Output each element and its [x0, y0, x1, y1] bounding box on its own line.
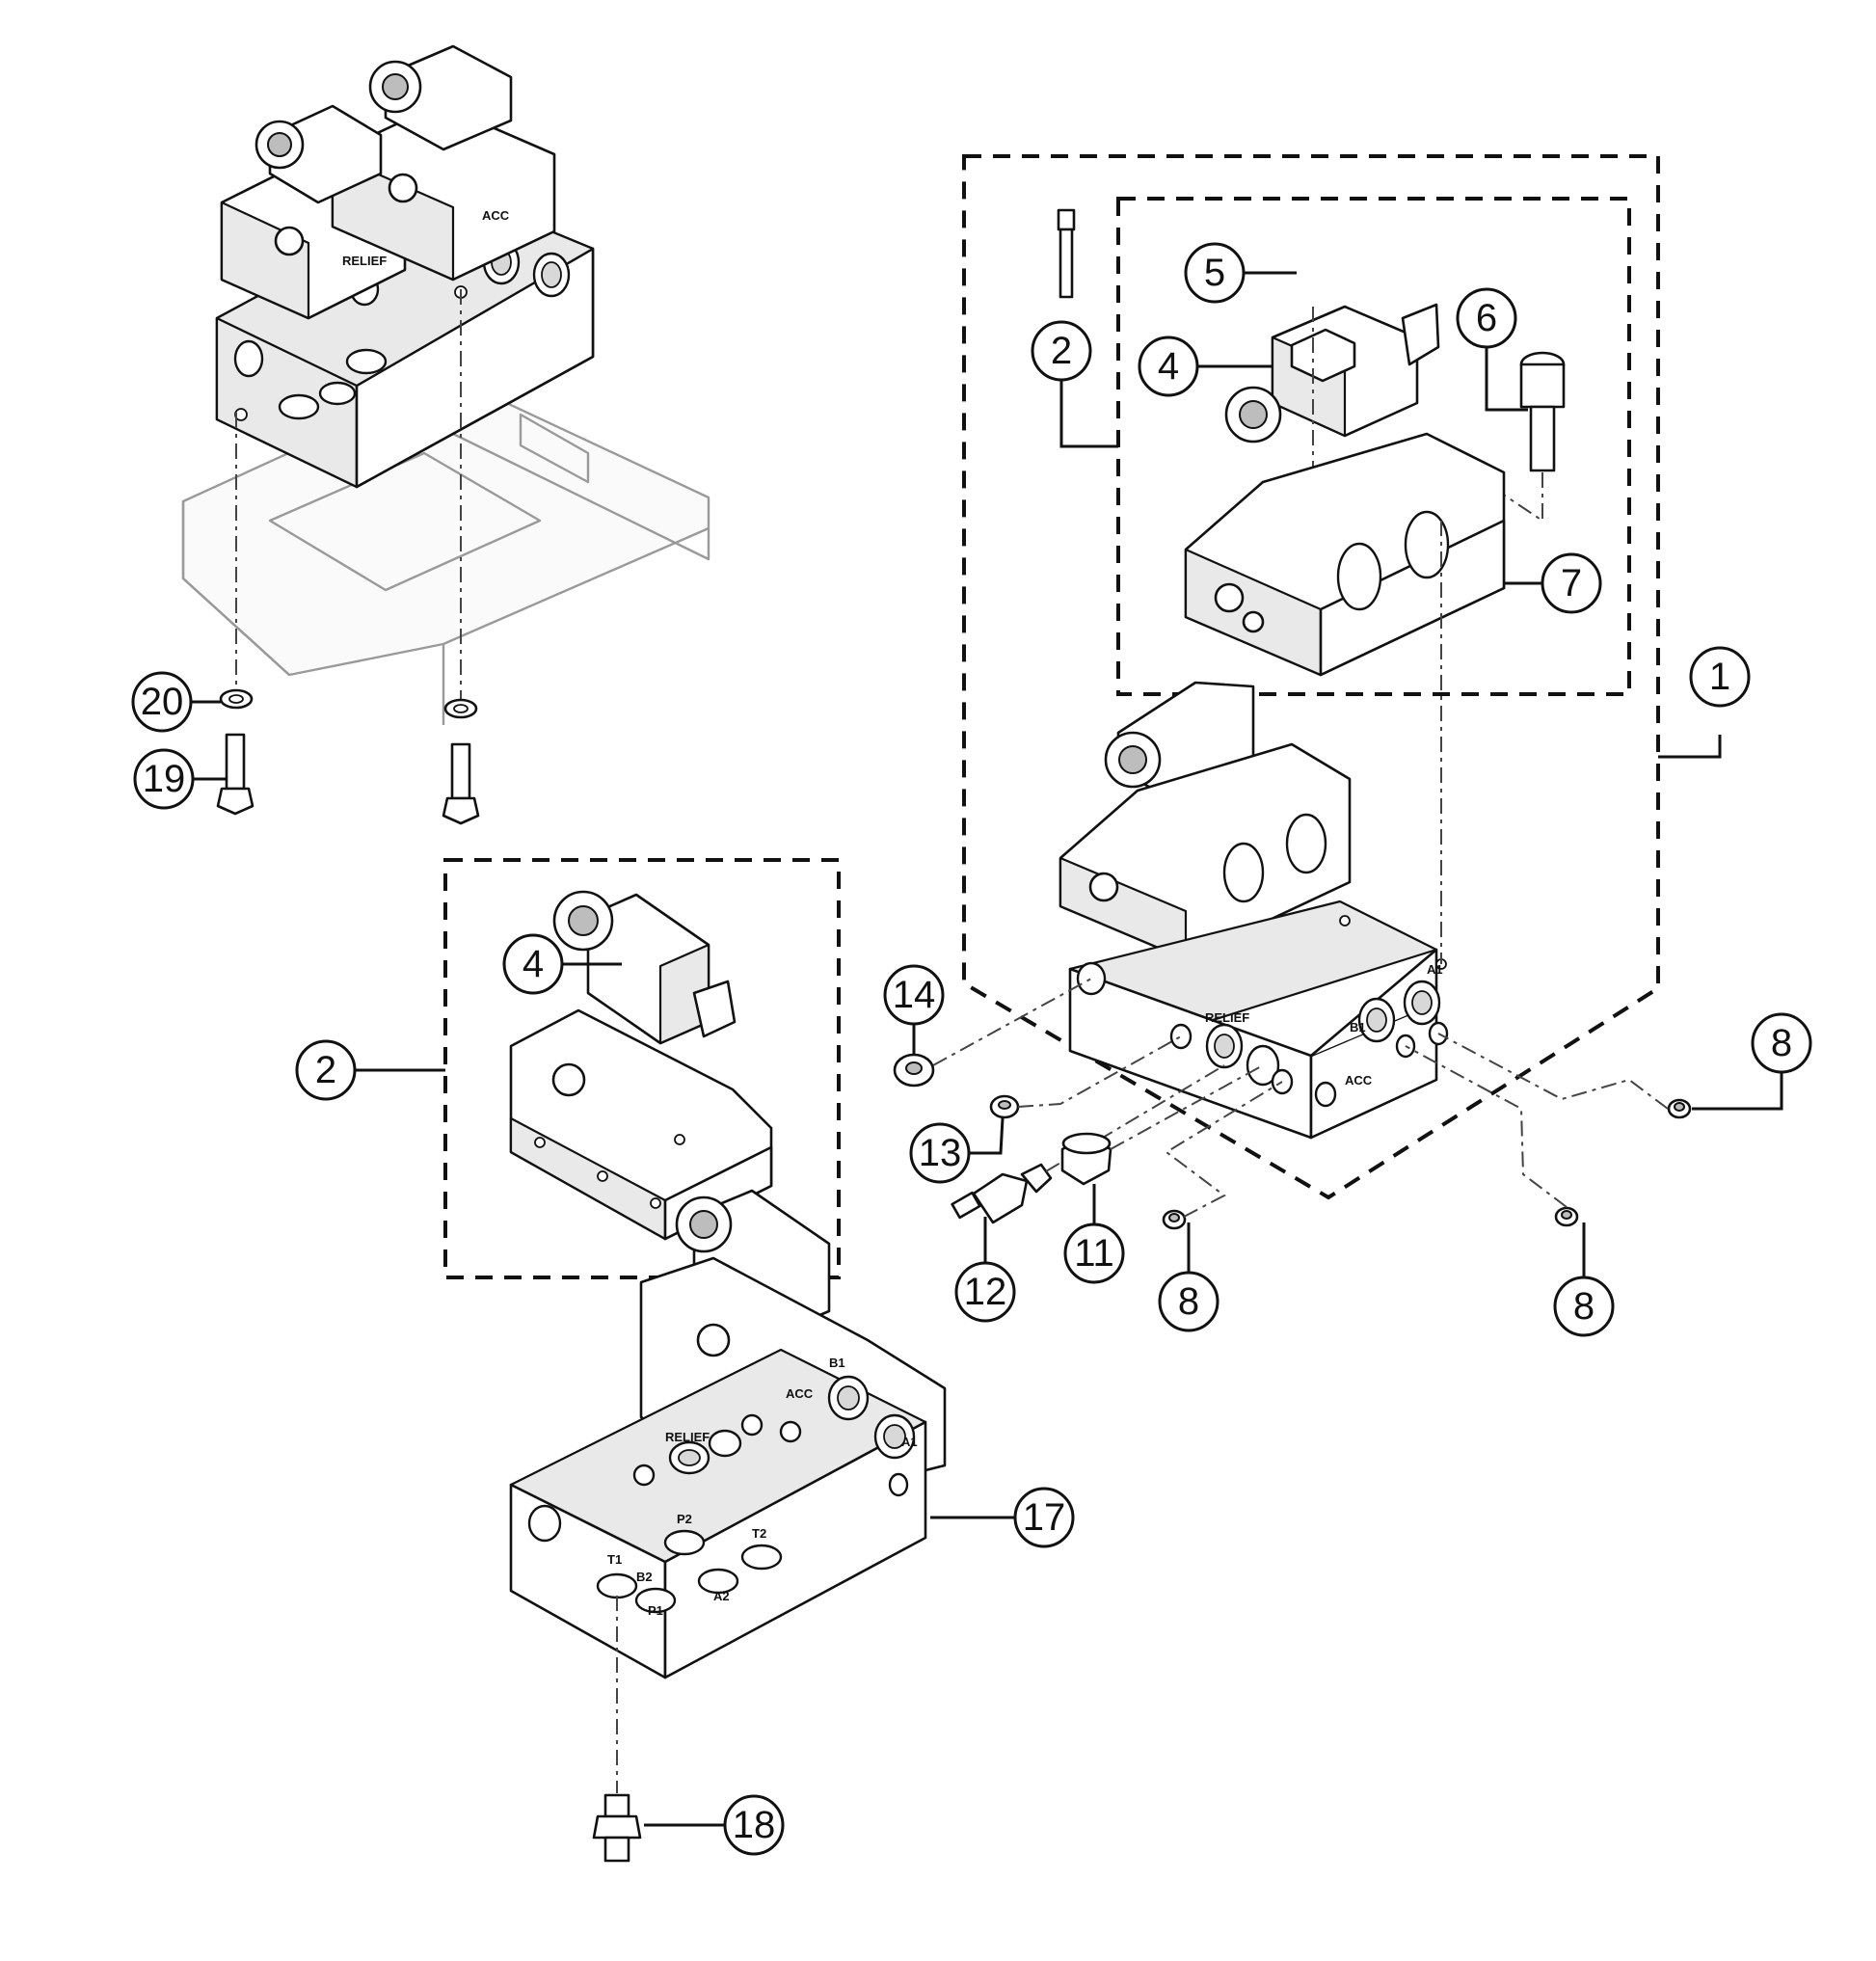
callout-5[interactable]: 5: [1184, 242, 1246, 304]
port-label-relief-top: RELIEF: [342, 254, 387, 268]
callout-8-center[interactable]: 8: [1158, 1271, 1219, 1332]
callout-14[interactable]: 14: [883, 964, 945, 1026]
bolt-19-left: [216, 733, 255, 816]
port-label-t2-17: T2: [752, 1526, 766, 1541]
bolt-19-right: [442, 742, 480, 825]
svg-text:18: 18: [733, 1804, 776, 1846]
callout-2-left[interactable]: 2: [295, 1039, 357, 1101]
port-label-acc-main: ACC: [1345, 1073, 1373, 1088]
svg-text:2: 2: [315, 1049, 336, 1091]
assembly-1-boundary: [962, 154, 1660, 1200]
svg-text:12: 12: [964, 1271, 1007, 1313]
svg-text:19: 19: [143, 758, 186, 800]
plug-8-right: [1667, 1098, 1692, 1119]
callout-1[interactable]: 1: [1689, 646, 1751, 708]
callout-17[interactable]: 17: [1013, 1487, 1075, 1548]
assembly-2-boundary-right: [1116, 197, 1631, 696]
port-label-acc-17: ACC: [786, 1386, 814, 1401]
fitting-18: [592, 1793, 642, 1863]
port-label-b1-17: B1: [829, 1356, 845, 1370]
svg-text:11: 11: [1074, 1232, 1114, 1275]
callout-18[interactable]: 18: [723, 1794, 785, 1856]
plug-11: [1060, 1132, 1112, 1186]
plug-13: [989, 1094, 1020, 1119]
svg-text:5: 5: [1204, 252, 1225, 294]
callout-8-far[interactable]: 8: [1553, 1276, 1615, 1337]
assembly-2-boundary-left: [443, 858, 841, 1279]
callout-20[interactable]: 20: [131, 671, 193, 733]
callout-8-right[interactable]: 8: [1751, 1012, 1812, 1074]
port-label-a2-17: A2: [713, 1589, 730, 1603]
svg-text:20: 20: [141, 681, 184, 723]
svg-text:2: 2: [1051, 330, 1072, 372]
port-label-p2-17: P2: [677, 1512, 692, 1526]
callout-4-right[interactable]: 4: [1138, 336, 1199, 397]
valve-stack-lower-right: [1059, 681, 1352, 961]
svg-text:13: 13: [919, 1132, 962, 1174]
callout-11[interactable]: 11: [1063, 1222, 1125, 1284]
callout-2-right[interactable]: 2: [1031, 320, 1092, 382]
solenoid-operator-4-lower: [552, 890, 737, 1045]
svg-text:8: 8: [1573, 1285, 1595, 1328]
screw-5: [1057, 208, 1076, 299]
plug-8-left: [1162, 1209, 1187, 1230]
valve-body-7: [1184, 432, 1506, 677]
svg-text:6: 6: [1476, 297, 1497, 339]
port-label-a1-17: A1: [901, 1435, 918, 1449]
callout-12[interactable]: 12: [954, 1261, 1016, 1323]
svg-text:8: 8: [1178, 1280, 1199, 1323]
port-label-p1-17: P1: [648, 1603, 663, 1618]
solenoid-coil-a: [255, 104, 383, 204]
callout-6[interactable]: 6: [1456, 287, 1517, 349]
callout-7[interactable]: 7: [1541, 552, 1602, 614]
plug-8-center: [1554, 1206, 1579, 1227]
washer-20-left: [219, 688, 254, 710]
fitting-12: [951, 1163, 1053, 1224]
port-label-relief-17: RELIEF: [665, 1430, 710, 1444]
svg-text:8: 8: [1771, 1022, 1792, 1064]
leader-lines: [191, 271, 1783, 1827]
callout-19[interactable]: 19: [133, 748, 195, 810]
solenoid-operator-4-upper: [1224, 303, 1440, 443]
svg-text:14: 14: [893, 974, 936, 1016]
svg-text:4: 4: [1158, 345, 1179, 388]
port-label-relief-main: RELIEF: [1205, 1010, 1249, 1025]
port-label-acc-top: ACC: [482, 208, 510, 223]
callout-4-left[interactable]: 4: [502, 933, 564, 995]
manifold-block-main: RELIEF ACC B1 A1: [1068, 900, 1449, 1140]
svg-text:4: 4: [523, 943, 544, 985]
callout-13[interactable]: 13: [909, 1122, 971, 1184]
port-label-t1-17: T1: [607, 1552, 622, 1567]
port-label-b2-17: B2: [636, 1570, 653, 1584]
assembled-manifold-top-left: ACC RELIEF: [215, 44, 595, 489]
port-label-b1-main: B1: [1350, 1020, 1366, 1034]
plug-14: [893, 1053, 935, 1088]
svg-text:1: 1: [1709, 656, 1730, 698]
washer-20-right: [443, 698, 478, 719]
svg-text:17: 17: [1023, 1496, 1066, 1539]
screw-6: [1519, 351, 1566, 472]
manifold-block-17: RELIEF ACC B1 A1 P2 T2 T1 B2 P1 A2: [509, 1348, 927, 1679]
solenoid-coil-b: [368, 44, 513, 151]
port-label-a1-main: A1: [1427, 962, 1443, 977]
svg-text:7: 7: [1561, 562, 1582, 604]
